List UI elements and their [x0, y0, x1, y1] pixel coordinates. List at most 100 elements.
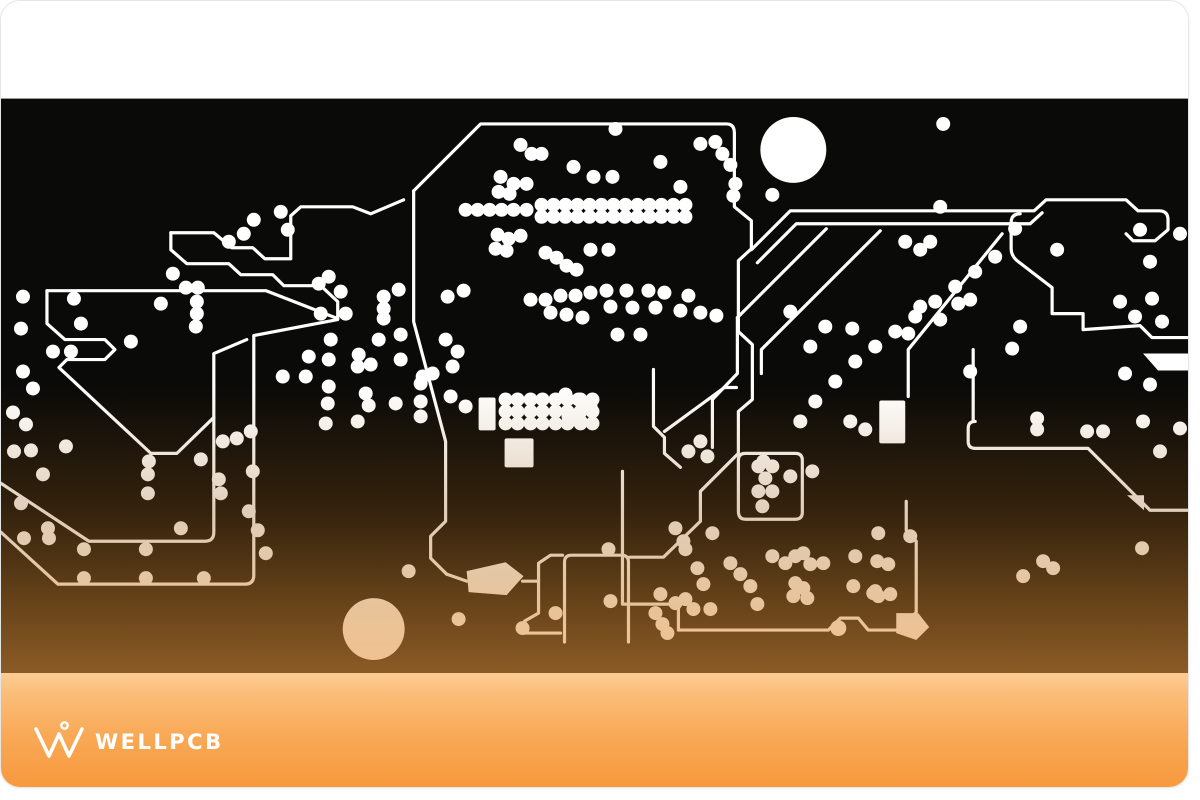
- via-dot: [630, 209, 645, 224]
- copper-trace: [520, 553, 565, 583]
- via-dot: [73, 316, 88, 331]
- via-dot: [673, 179, 688, 194]
- via-dot: [618, 209, 633, 224]
- via-dot: [871, 526, 886, 541]
- via-dot: [6, 444, 21, 459]
- via-dot: [594, 197, 609, 212]
- via-dot: [76, 571, 91, 586]
- via-dot: [743, 579, 758, 594]
- via-dot: [371, 332, 386, 347]
- via-dot: [318, 416, 333, 431]
- via-dot: [816, 556, 831, 571]
- via-dot: [630, 197, 645, 212]
- via-dot: [848, 549, 863, 564]
- via-dot: [642, 209, 657, 224]
- via-dot: [534, 209, 549, 224]
- via-dot: [633, 327, 648, 342]
- via-dot: [583, 285, 598, 300]
- via-dot: [582, 209, 597, 224]
- via-dot: [313, 306, 328, 321]
- via-dot: [165, 266, 180, 281]
- via-dot: [338, 306, 353, 321]
- via-dot: [1080, 424, 1095, 439]
- via-dot: [246, 212, 261, 227]
- via-dot: [25, 381, 40, 396]
- via-dot: [498, 392, 513, 407]
- via-dot: [513, 228, 528, 243]
- via-dot: [213, 486, 228, 501]
- via-dot: [1145, 291, 1160, 306]
- via-dot: [573, 392, 588, 407]
- via-dot: [951, 296, 966, 311]
- via-dot: [425, 366, 440, 381]
- via-dot: [141, 454, 156, 469]
- via-dot: [548, 392, 563, 407]
- via-dot: [1016, 569, 1031, 584]
- via-dot: [1143, 254, 1158, 269]
- via-dot: [573, 404, 588, 419]
- via-dot: [188, 319, 203, 334]
- via-dot: [673, 303, 688, 318]
- via-dot: [15, 364, 30, 379]
- via-dot: [546, 209, 561, 224]
- via-dot: [323, 332, 338, 347]
- via-dot: [583, 242, 598, 257]
- via-dot: [751, 484, 766, 499]
- via-dot: [653, 154, 668, 169]
- via-dot: [618, 197, 633, 212]
- via-dot: [1173, 421, 1188, 436]
- via-dot: [543, 305, 558, 320]
- via-dot: [568, 288, 583, 303]
- via-dot: [751, 459, 766, 474]
- via-dot: [681, 444, 696, 459]
- via-dot: [888, 324, 903, 339]
- via-dot: [693, 305, 708, 320]
- via-dot: [301, 349, 316, 364]
- via-dot: [546, 197, 561, 212]
- via-dot: [280, 222, 295, 237]
- via-dot: [190, 280, 205, 295]
- via-dot: [723, 556, 738, 571]
- via-dot: [619, 283, 634, 298]
- via-dot: [1008, 221, 1023, 236]
- via-dot: [758, 471, 773, 486]
- via-dot: [393, 327, 408, 342]
- via-dot: [456, 283, 471, 298]
- via-dot: [898, 234, 913, 249]
- via-dot: [569, 262, 584, 277]
- copper-trace: [45, 289, 216, 455]
- via-dot: [678, 209, 693, 224]
- via-dot: [668, 521, 683, 536]
- via-dot: [506, 202, 521, 217]
- logo-brand-text: WELLPCB: [95, 730, 224, 754]
- via-dot: [690, 561, 705, 576]
- via-dot: [805, 464, 820, 479]
- via-dot: [215, 434, 230, 449]
- via-dot: [963, 364, 978, 379]
- pcb-article-card: WELLPCB: [0, 0, 1189, 788]
- via-dot: [320, 396, 335, 411]
- via-dot: [138, 571, 153, 586]
- via-dot: [570, 197, 585, 212]
- via-dot: [1136, 414, 1151, 429]
- via-dot: [1005, 341, 1020, 356]
- via-dot: [601, 242, 616, 257]
- via-dot: [193, 452, 208, 467]
- via-dot: [883, 587, 898, 602]
- via-dot: [45, 344, 60, 359]
- via-dot: [58, 439, 73, 454]
- via-dot: [178, 280, 193, 295]
- copper-trace: [710, 316, 739, 449]
- via-dot: [681, 288, 696, 303]
- via-dot: [693, 434, 708, 449]
- via-dot: [566, 159, 581, 174]
- via-dot: [140, 467, 155, 482]
- via-dot: [538, 292, 553, 307]
- via-dot: [881, 557, 896, 572]
- via-dot: [440, 289, 455, 304]
- via-dot: [15, 289, 30, 304]
- via-dot: [229, 431, 244, 446]
- via-dot: [413, 376, 428, 391]
- logo-dot-icon: [60, 721, 69, 730]
- via-dot: [553, 288, 568, 303]
